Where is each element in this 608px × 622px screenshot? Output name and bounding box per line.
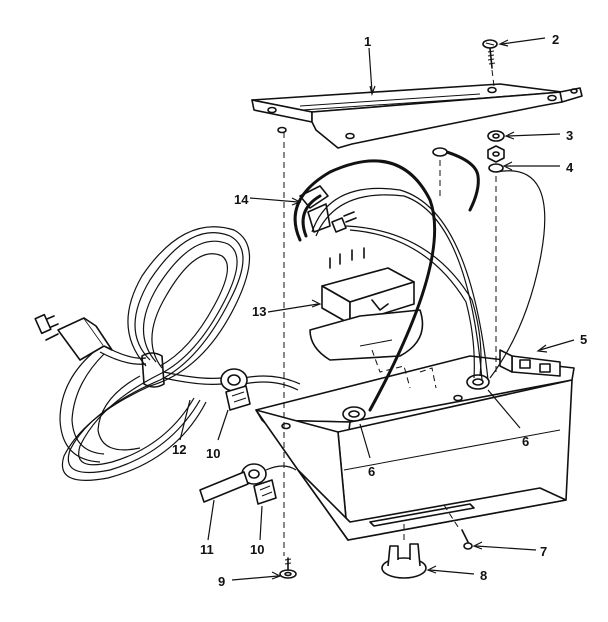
cord-end-part-11 [199,465,297,503]
nut-part-4 [487,145,505,173]
label-8: 8 [480,568,487,583]
power-cord-coil [59,226,301,481]
leader-lines [179,37,575,581]
grommet-part-6-left [342,406,366,422]
assembly-centerlines [283,132,497,556]
label-6-left: 6 [368,464,375,479]
mounting-bracket [251,83,583,149]
label-10-upper: 10 [206,446,220,461]
label-9: 9 [218,574,225,589]
label-11: 11 [200,542,214,557]
part-labels: 1 2 3 4 5 6 6 7 8 9 10 10 11 12 13 14 [172,32,587,589]
washer-part-3 [487,130,505,142]
screw-part-7 [461,529,473,550]
label-3: 3 [566,128,573,143]
label-6-right: 6 [522,434,529,449]
strain-relief-part-10-lower [241,463,277,505]
grommet-part-6-right [466,374,490,390]
plug [34,313,147,365]
label-1: 1 [364,34,371,49]
label-10-lower: 10 [250,542,264,557]
label-2: 2 [552,32,559,47]
internal-wires [293,147,546,412]
label-4: 4 [566,160,574,175]
label-7: 7 [540,544,547,559]
label-5: 5 [580,332,587,347]
screw-part-2 [482,39,498,87]
label-13: 13 [252,304,266,319]
strain-relief-part-10-upper [220,368,251,411]
label-12: 12 [172,442,186,457]
screw-part-9 [279,557,297,579]
foot-part-8 [381,543,427,579]
switch-part-13 [309,247,424,361]
label-14: 14 [234,192,249,207]
